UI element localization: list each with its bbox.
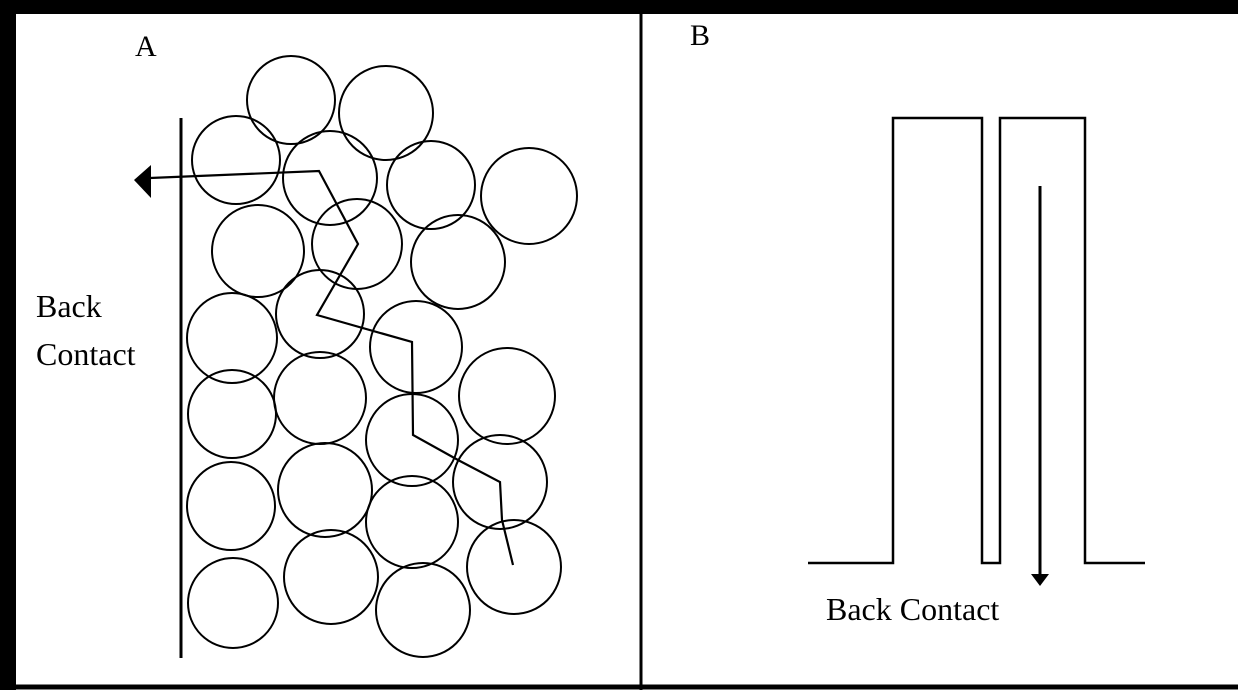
particle — [186, 461, 276, 551]
particle — [211, 204, 305, 298]
panel-a-back-contact-label-line1: Back — [36, 288, 102, 324]
particle — [452, 434, 548, 530]
frame-top-border — [0, 0, 1238, 14]
particle — [386, 140, 476, 230]
particle — [365, 475, 459, 569]
particle — [275, 269, 365, 359]
frame-left-border — [0, 0, 16, 690]
electron-transport-path — [149, 169, 515, 566]
electron-arrowhead — [134, 165, 151, 198]
particle — [466, 519, 562, 615]
panel-b: B Back Contact — [690, 19, 1145, 627]
particle — [186, 292, 278, 384]
particle — [283, 529, 379, 625]
particle — [277, 442, 373, 538]
particle-network — [186, 55, 578, 658]
particle — [458, 347, 556, 445]
particle — [282, 130, 378, 226]
panel-b-label: B — [690, 19, 710, 52]
particle — [375, 562, 471, 658]
nanostructure-profile — [808, 116, 1145, 565]
particle — [410, 214, 506, 310]
particle — [338, 65, 434, 161]
panel-a: A Back Contact — [36, 30, 578, 658]
particle — [369, 300, 463, 394]
particle — [273, 351, 367, 445]
particle — [480, 147, 578, 245]
panel-b-back-contact-label: Back Contact — [826, 591, 999, 627]
panel-b-arrowhead — [1031, 574, 1049, 586]
panel-a-back-contact-label-line2: Contact — [36, 336, 136, 372]
panel-a-label: A — [135, 30, 157, 63]
particle — [187, 557, 279, 649]
particle — [246, 55, 336, 145]
particle — [191, 115, 281, 205]
